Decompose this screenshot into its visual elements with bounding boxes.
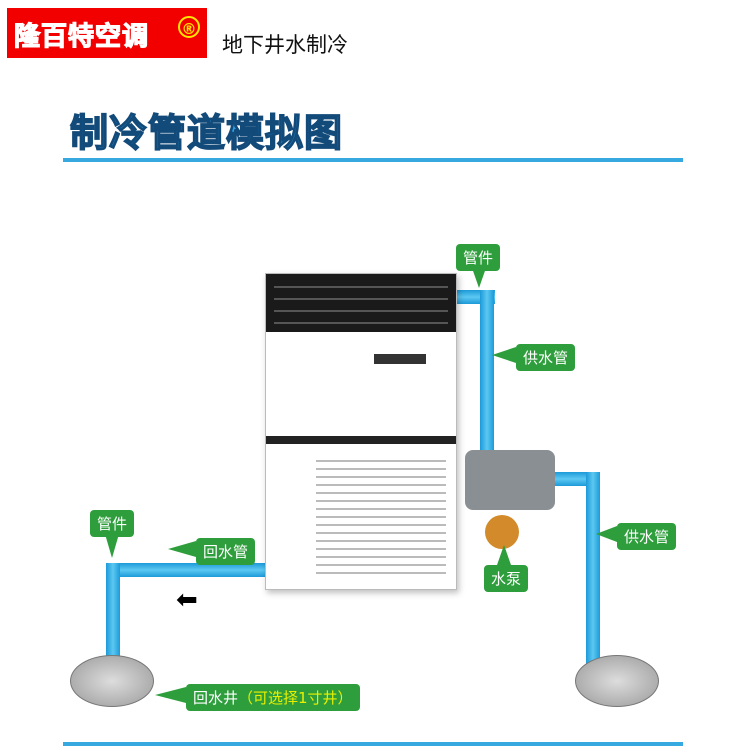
return-pipe-horizontal xyxy=(108,563,266,577)
pointer-icon xyxy=(596,526,617,542)
label-fitting-right: 管件 xyxy=(456,244,501,271)
page-subtitle: 地下井水制冷 xyxy=(222,33,348,57)
label-pump: 水泵 xyxy=(484,565,529,592)
pointer-icon xyxy=(497,545,511,565)
pressure-switch xyxy=(485,515,519,549)
water-pump xyxy=(465,450,555,510)
air-intake-grille xyxy=(316,454,446,579)
pointer-icon xyxy=(105,534,119,558)
return-pipe-vertical xyxy=(106,563,120,673)
brand-logo xyxy=(7,8,207,58)
pointer-icon xyxy=(472,268,486,288)
return-well-note: （可选择1寸井） xyxy=(238,689,353,707)
pointer-icon xyxy=(168,541,196,557)
supply-pipe-vertical xyxy=(480,290,494,465)
label-supply-pipe-top: 供水管 xyxy=(516,344,576,371)
flow-direction-arrow-icon: ⬅ xyxy=(176,585,198,615)
pointer-icon xyxy=(492,347,516,363)
brand-name: 隆百特空调 xyxy=(13,21,150,52)
cabinet-air-conditioner xyxy=(265,273,457,590)
control-panel xyxy=(374,354,426,364)
diagram-title: 制冷管道模拟图 xyxy=(69,110,344,156)
return-well xyxy=(70,655,154,707)
air-outlet xyxy=(266,274,456,332)
label-supply-pipe-right: 供水管 xyxy=(617,523,677,550)
registered-mark: ® xyxy=(178,16,200,38)
supply-pipe-right-vertical xyxy=(586,472,600,672)
title-divider xyxy=(63,158,683,162)
label-return-well: 回水井（可选择1寸井） xyxy=(186,684,360,711)
return-well-text: 回水井 xyxy=(193,689,239,707)
label-return-pipe: 回水管 xyxy=(196,538,256,565)
supply-well xyxy=(575,655,659,707)
label-fitting-left: 管件 xyxy=(90,510,135,537)
bottom-divider xyxy=(63,742,683,746)
pointer-icon xyxy=(155,687,186,703)
divider-band xyxy=(266,436,456,444)
